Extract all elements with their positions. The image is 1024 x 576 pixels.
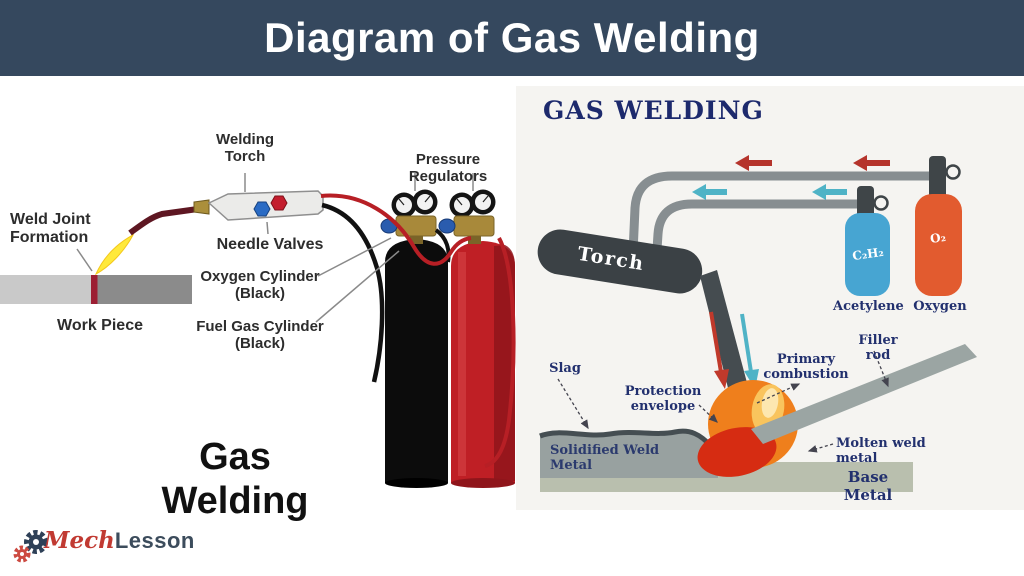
needle-valve-blue-knob [253, 201, 271, 217]
weld-joint-formation-label: Weld Joint Formation [10, 211, 91, 247]
regulator-knob [438, 218, 456, 234]
nozzle-flow-arrows [709, 311, 759, 389]
oxygen-cylinder-label: Oxygen Cylinder (Black) [200, 268, 320, 303]
pressure-regulator-right [438, 189, 496, 244]
oxygen-cylinder-black [385, 239, 448, 488]
needle-valves-label: Needle Valves [216, 236, 324, 253]
teal-flow-arrow [692, 184, 727, 200]
page-header: Diagram of Gas Welding [0, 0, 1024, 76]
pressure-regulators-label: Pressure Regulators [408, 151, 488, 186]
welding-torch-label: Welding Torch [215, 131, 275, 166]
pressure-regulator-left [380, 189, 438, 244]
left-pointer-lines [76, 173, 474, 323]
oxygen-pipe [628, 171, 941, 258]
work-piece-label: Work Piece [57, 317, 143, 334]
acetylene-valve-stem [857, 186, 874, 220]
page-title: Diagram of Gas Welding [264, 14, 760, 61]
right-gas-welding-diagram [537, 155, 977, 492]
protection-envelope-label: Protection envelope [624, 384, 702, 415]
slag-label: Slag [549, 361, 581, 376]
acetylene-valve-wheel-icon [873, 195, 889, 211]
welding-torch-shape [128, 190, 324, 236]
fuel-gas-cylinder-red [451, 241, 515, 488]
supply-pipes [628, 171, 941, 270]
needle-valve-red-knob [270, 195, 288, 211]
right-annotation-arrows [557, 350, 889, 453]
red-flow-arrow [853, 155, 890, 171]
mechlesson-gear-icon [13, 530, 48, 563]
primary-combustion-label: Primary combustion [763, 352, 849, 383]
left-torch-flame [94, 233, 135, 276]
brand-lesson: Lesson [114, 528, 195, 553]
torch-body [537, 229, 703, 294]
weld-joint-bead [91, 275, 98, 304]
right-diagram-title: GAS WELDING [543, 96, 764, 125]
red-flow-arrow [735, 155, 772, 171]
solidified-weld-metal-shape [540, 431, 718, 478]
left-diagram-caption: Gas Welding [161, 436, 309, 522]
teal-flow-arrow [812, 184, 847, 200]
flow-arrows [692, 155, 890, 200]
brand-mech: Mech [44, 527, 115, 554]
acetylene-label: Acetylene [833, 299, 904, 314]
oxygen-label: Oxygen [913, 299, 967, 314]
torch-brass-tip [193, 199, 210, 215]
work-piece-shape [0, 275, 192, 304]
acetylene-pipe [651, 199, 871, 270]
oxygen-valve-wheel-icon [945, 164, 961, 180]
slag-surface-edge [539, 428, 714, 449]
oxygen-cylinder [915, 194, 962, 296]
red-hose [320, 193, 472, 266]
welding-flame [697, 380, 798, 477]
fuel-gas-cylinder-label: Fuel Gas Cylinder (Black) [196, 318, 324, 353]
acetylene-cylinder [845, 213, 890, 296]
filler-rod-label: Filler rod [858, 333, 898, 364]
solidified-weld-metal-label: Solidified Weld Metal [550, 443, 660, 474]
torch-nozzle [700, 270, 750, 400]
left-gas-welding-diagram [0, 173, 516, 488]
red-hose-loop [484, 237, 516, 468]
filler-rod-shape [751, 344, 977, 444]
oxygen-valve-stem [929, 156, 946, 198]
molten-weld-metal-label: Molten weld metal [836, 436, 926, 467]
gas-hoses [320, 193, 516, 468]
base-metal-label: Base Metal [843, 468, 893, 504]
